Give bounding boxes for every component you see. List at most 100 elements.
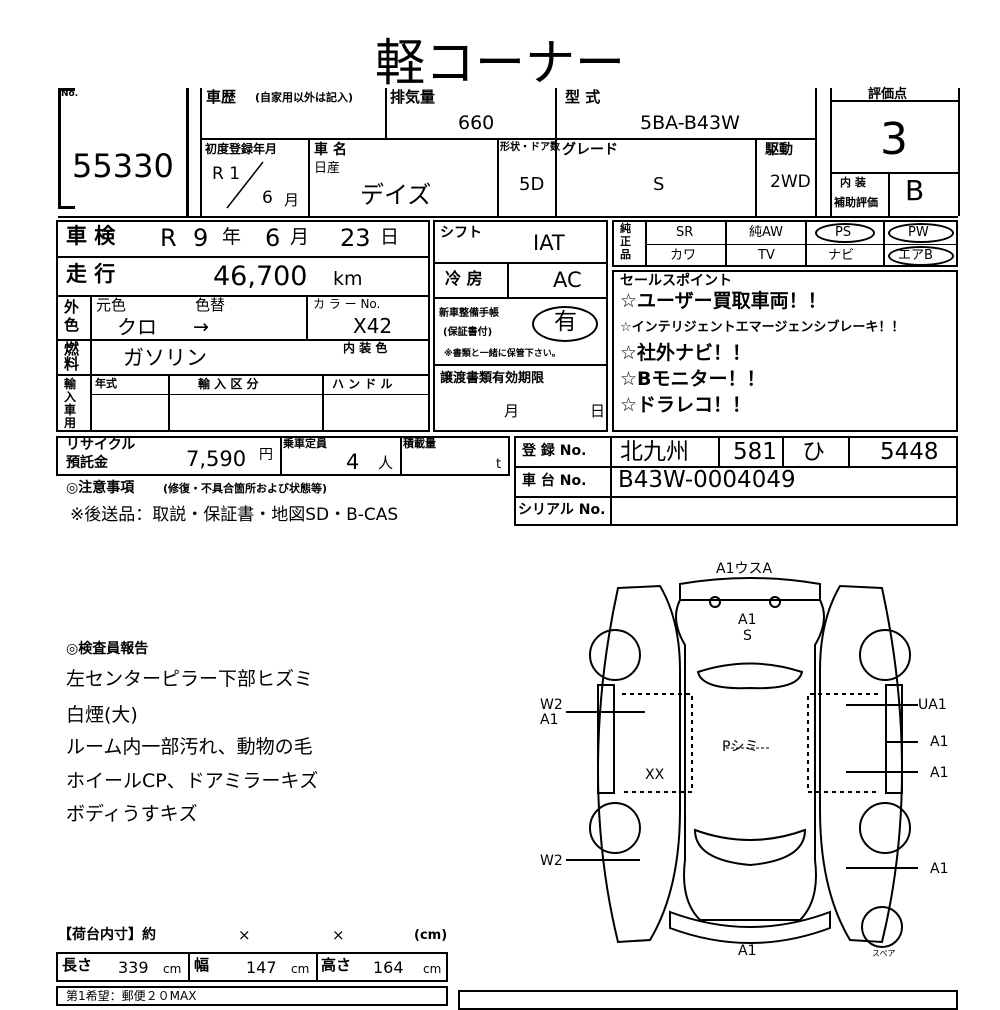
maker: 日産	[314, 161, 341, 176]
reg-number: 5448	[880, 439, 939, 465]
recycle-value: 7,590	[186, 447, 247, 471]
sales-point: ☆社外ナビ！！	[620, 342, 752, 364]
first-reg-slash	[226, 161, 264, 209]
drive-label: 駆動	[765, 142, 793, 158]
reg-class: 581	[733, 439, 777, 465]
page-title: 軽コーナー	[375, 34, 625, 92]
car-damage-diagram	[566, 577, 918, 948]
shift-value: IAT	[533, 231, 565, 255]
score-label: 評価点	[868, 87, 908, 102]
transfer-month: 月	[504, 402, 520, 420]
ac-label: 冷 房	[445, 269, 483, 288]
reg-kana: ひ	[802, 439, 825, 465]
cargo-width: 147	[246, 958, 277, 977]
import-label: 輸入車用	[64, 377, 77, 430]
diag-top: A1ウスA	[716, 561, 773, 577]
diag-xx: XX	[645, 767, 665, 783]
equip-ps: PS	[835, 225, 852, 240]
capacity-label: 乗車定員	[283, 437, 327, 450]
inspector-line: 左センターピラー下部ヒズミ	[66, 668, 314, 690]
mileage-unit: km	[333, 268, 363, 290]
equip-airbag: エアB	[898, 248, 933, 263]
notes-label-note: (修復・不具合箇所および状態等)	[163, 482, 328, 495]
bottom-right-box	[458, 990, 958, 1010]
notes-text: ※後送品：取説・保証書・地図SD・B-CAS	[70, 505, 399, 525]
equip-airbag-circle	[888, 246, 954, 266]
ac-value: AC	[553, 268, 582, 292]
diag-right-2: A1	[930, 734, 949, 750]
interior-label-2: 補助評価	[834, 196, 878, 209]
import-handle-label: ハ ン ド ル	[332, 377, 393, 391]
cargo-x1: ×	[238, 926, 251, 944]
diag-bottom: A1	[738, 943, 757, 959]
equipment-box	[612, 220, 958, 267]
fuel-label: 燃料	[64, 340, 80, 373]
diag-front-2: S	[743, 628, 752, 644]
diag-right-4: A1	[930, 861, 949, 877]
history-note: (自家用以外は記入)	[255, 91, 354, 104]
sales-point: ☆インテリジェントエマージェンシブレーキ！！	[620, 320, 905, 335]
equip-leather: カワ	[670, 248, 697, 263]
score-value: 3	[880, 114, 908, 165]
sales-label: セールスポイント	[620, 273, 732, 289]
equip-ps-circle	[815, 223, 875, 243]
manual-value: 有	[554, 309, 577, 335]
cargo-height-label: 高さ	[321, 956, 352, 974]
cargo-label: 【荷台内寸】約	[58, 927, 156, 943]
cargo-length: 339	[118, 958, 149, 977]
diag-spare: スペア	[872, 949, 896, 958]
recycle-box	[56, 436, 510, 476]
cargo-width-label: 幅	[194, 956, 210, 974]
color-no-label: カ ラ ー No.	[313, 297, 381, 311]
inspector-line: 白煙(大)	[66, 704, 138, 726]
manual-label-1: 新車整備手帳	[439, 308, 499, 319]
lot-label: No.	[61, 89, 79, 99]
cargo-x2: ×	[332, 926, 345, 944]
interior-label-1: 内 装	[840, 176, 866, 189]
equip-navi: ナビ	[828, 248, 855, 263]
diag-left-1: W2	[540, 697, 563, 713]
mid-info-box	[433, 220, 608, 432]
inspector-line: ホイールCP、ドアミラーキズ	[66, 770, 319, 792]
first-reg-month-unit: 月	[284, 191, 300, 209]
cargo-length-cm: cm	[163, 962, 182, 976]
mileage-label: 走 行	[66, 262, 116, 286]
sales-point: ☆ドラレコ！！	[620, 394, 752, 416]
color-change-label: 色替	[195, 296, 226, 314]
capacity-unit: 人	[378, 454, 394, 472]
reg-label: 登 録 No.	[522, 443, 587, 459]
equip-tv: TV	[758, 248, 775, 263]
sales-point: ☆ユーザー買取車両！！	[620, 290, 827, 312]
interior-color-label: 内 装 色	[343, 341, 388, 355]
lot-number: 55330	[72, 147, 174, 185]
color-no: X42	[353, 314, 393, 338]
inspection-year-unit: 年	[222, 226, 242, 248]
fuel-value: ガソリン	[123, 346, 207, 370]
lot-bracket	[58, 88, 75, 209]
chassis-value: B43W-0004049	[618, 467, 796, 493]
cargo-height-cm: cm	[423, 962, 442, 976]
mileage-value: 46,700	[213, 261, 308, 292]
import-year-label: 年式	[95, 377, 117, 390]
manual-label-2: (保証書付)	[443, 327, 493, 338]
equip-sr: SR	[676, 225, 694, 240]
manual-circle	[532, 306, 598, 342]
grade-value: S	[653, 174, 665, 195]
sales-point: ☆Bモニター！！	[620, 368, 766, 390]
shape-label: 形状・ドア数	[500, 142, 560, 153]
serial-label: シリアル No.	[518, 502, 606, 518]
color-orig: クロ	[117, 315, 157, 339]
car-name-label: 車 名	[314, 142, 347, 158]
shift-label: シフト	[440, 225, 482, 241]
shape-value: 5D	[519, 174, 545, 195]
model-label: 型 式	[565, 88, 601, 106]
recycle-label-1: リサイクル	[66, 437, 136, 453]
inspector-label: ◎検査員報告	[66, 641, 149, 657]
registration-box	[514, 436, 958, 526]
transfer-label: 譲渡書類有効期限	[440, 371, 545, 386]
recycle-unit: 円	[259, 447, 273, 463]
diag-left-2: A1	[540, 712, 559, 728]
vehicle-info-box	[56, 220, 430, 432]
diag-right-1: UA1	[918, 697, 947, 713]
recycle-label-2: 預託金	[66, 455, 108, 471]
